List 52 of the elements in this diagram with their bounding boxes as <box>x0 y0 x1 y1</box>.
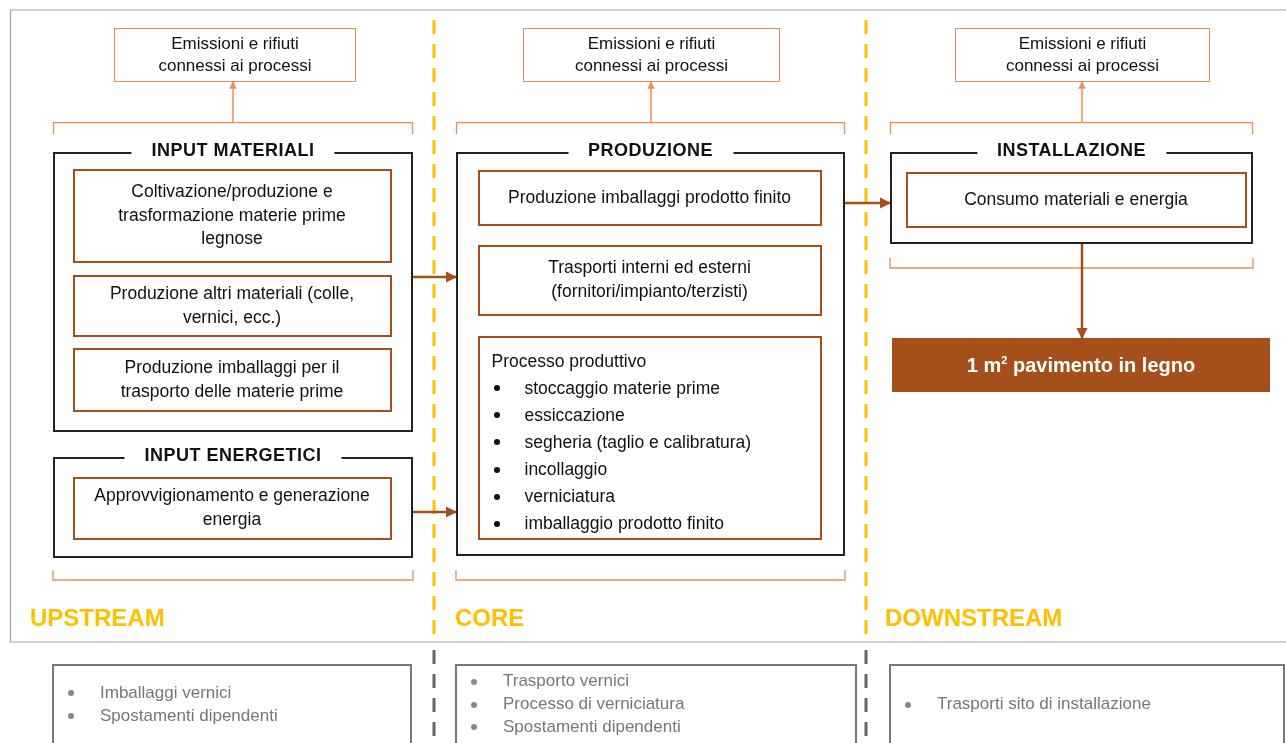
process-label: Coltivazione/produzione e trasformazione materie prime legnose <box>117 180 347 251</box>
phase-label: CORE <box>455 604 525 632</box>
list-item: Trasporti sito di installazione <box>937 694 1151 714</box>
process-box <box>477 169 822 226</box>
note-box <box>52 664 412 743</box>
note-box <box>889 664 1285 743</box>
process-box <box>72 168 392 263</box>
arrow <box>1076 244 1088 340</box>
list-item: Spostamenti dipendenti <box>503 716 681 736</box>
arrow <box>229 81 237 123</box>
output-box <box>955 28 1210 82</box>
list-item: imballaggio prodotto finito <box>524 513 724 534</box>
list-item: segheria (taglio e calibratura) <box>524 431 752 452</box>
result-box <box>892 338 1270 392</box>
note-box <box>455 664 857 743</box>
arrow <box>413 271 458 283</box>
list-item: Processo di verniciatura <box>503 694 685 714</box>
list-item: Trasporto vernici <box>503 671 629 691</box>
process-box <box>477 244 822 316</box>
process-label: Trasporti interni ed esterni (fornitori/impianto/terzisti) <box>547 256 752 303</box>
arrow <box>647 81 655 123</box>
process-label: Produzione imballaggi per il trasporto delle materie prime <box>119 355 345 403</box>
output-box <box>114 28 356 82</box>
output-label: Emissioni e rifiuti connessi ai processi <box>1004 32 1161 77</box>
list-item: Imballaggi vernici <box>100 682 232 702</box>
process-label: Produzione imballaggi prodotto finito <box>507 185 792 209</box>
arrow <box>845 197 892 209</box>
process-box <box>72 476 392 540</box>
bracket <box>53 122 413 134</box>
arrow <box>413 506 458 518</box>
list-item: incollaggio <box>524 459 608 479</box>
process-box <box>72 274 392 337</box>
process-box <box>905 171 1247 228</box>
output-box <box>523 28 780 82</box>
process-label: Produzione altri materiali (colle, vernici, ecc.) <box>108 281 356 329</box>
process-label: Consumo materiali e energia <box>964 187 1188 211</box>
phase-label: UPSTREAM <box>30 604 165 632</box>
list-item: verniciatura <box>524 486 615 507</box>
phase-label: DOWNSTREAM <box>885 604 1063 632</box>
result-label: 1 m$^{2}$ pavimento in legno <box>966 353 1196 377</box>
bracket <box>456 122 845 134</box>
list-item: essiccazione <box>524 404 625 425</box>
list-item: stoccaggio materie prime <box>524 377 720 398</box>
process-label: Approvvigionamento e generazione energia <box>93 484 371 531</box>
bracket <box>890 122 1253 134</box>
arrow <box>1078 81 1086 123</box>
process-box <box>72 347 392 412</box>
output-label: Emissioni e rifiuti connessi ai processi <box>573 32 730 77</box>
output-label: Emissioni e rifiuti connessi ai processi <box>157 32 313 77</box>
list-heading: Processo produttivo <box>491 350 647 371</box>
process-box <box>477 335 822 540</box>
list-item: Spostamenti dipendenti <box>100 705 278 725</box>
